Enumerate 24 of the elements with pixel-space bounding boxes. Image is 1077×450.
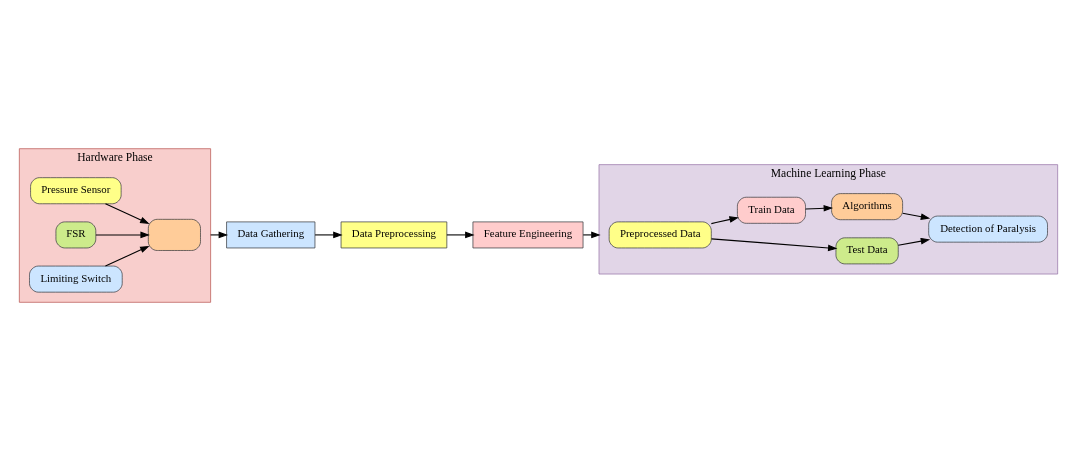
arrow [805,204,834,212]
node-box: Pressure Sensor [30,176,122,204]
node-box: Detection of Paralysis [928,215,1048,243]
arrow [446,231,475,238]
arrow [897,237,931,246]
node-box [147,218,201,251]
arrow [104,202,150,224]
node-box: Limiting Switch [29,265,123,293]
node-box: Preprocessed Data [608,221,712,248]
node-box: Feature Engineering [472,221,584,248]
node-box: Data Gathering [226,221,316,248]
arrow [314,231,343,238]
arrow [104,245,150,266]
arrow [902,212,931,220]
arrow [210,231,229,238]
node-box: Algorithms [831,192,903,220]
arrow [710,237,838,251]
node-box: Train Data [737,196,806,224]
arrow [582,231,601,238]
arrow [710,215,739,224]
node-box: Test Data [835,236,899,264]
node-box: Data Preprocessing [340,221,448,248]
arrow [95,231,150,238]
node-box: FSR [55,221,97,248]
